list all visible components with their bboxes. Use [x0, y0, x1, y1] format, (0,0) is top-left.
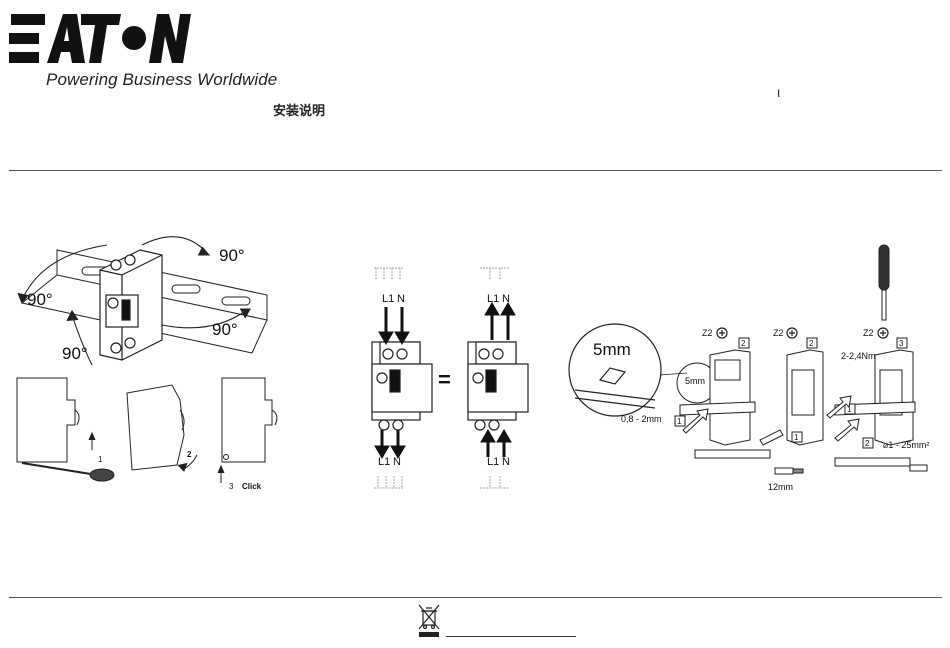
small-zoom-label: 5mm: [685, 376, 705, 386]
cross-section-label: ⌀1 - 25mm²: [883, 440, 929, 450]
bottom-right-n-label: N: [502, 456, 510, 468]
load-bottom-left: [374, 476, 404, 488]
torque-label: 2-2,4Nm: [841, 351, 876, 361]
angle-label-left: 90°: [27, 290, 53, 309]
supply-top-right: [480, 268, 510, 280]
step-box-label-c: 2: [809, 339, 814, 348]
logo-letter-n: [149, 14, 191, 63]
step-three-sketch: [218, 378, 277, 483]
step-box-label-b: 1: [677, 417, 682, 426]
header-divider: [9, 170, 942, 171]
right-breaker: [468, 342, 528, 430]
click-label: Click: [242, 482, 262, 491]
logo-letter-t: [81, 14, 121, 63]
step-label-3: 3: [229, 482, 234, 491]
gap-label: 0,8 - 2mm: [621, 414, 662, 424]
top-left-l1-label: L1: [382, 293, 394, 305]
load-bottom-right: [480, 476, 510, 488]
step-one-sketch: [17, 378, 114, 481]
top-right-l1-label: L1: [487, 293, 499, 305]
step-box-label-a: 2: [741, 339, 746, 348]
eaton-logo: [9, 14, 191, 64]
left-breaker: [372, 342, 432, 430]
brand-tagline: Powering Business Worldwide: [46, 70, 277, 90]
step-box-label-d: 1: [794, 433, 799, 442]
screw-label-3: Z2: [863, 328, 874, 338]
step-label-1: 1: [98, 455, 103, 464]
equals-sign: =: [438, 367, 451, 392]
wiring-direction-figure: L1 N L1 N = L1 N L1 N: [360, 262, 535, 497]
terminal-connection-figure: 5mm 5mm 0,8 - 2mm Z2 Z2 Z2 2-2,4Nm: [565, 240, 945, 495]
angle-label-top-right: 90°: [219, 246, 245, 265]
screwdriver-icon: [879, 245, 889, 320]
step-label-2: 2: [187, 450, 192, 459]
logo-letter-e: [9, 14, 45, 63]
angle-label-right: 90°: [212, 320, 238, 339]
crossed-bin-icon: [417, 603, 441, 639]
bottom-left-l1-label: L1: [378, 456, 390, 468]
top-left-n-label: N: [397, 293, 405, 305]
footer-rule: [446, 636, 576, 637]
zoom-bubble: [569, 324, 687, 416]
document-title: 安装说明: [273, 100, 325, 119]
terminal-breakers: [710, 350, 913, 445]
screw-label-1: Z2: [702, 328, 713, 338]
footer-divider: [9, 597, 942, 598]
screw-label-2: Z2: [773, 328, 784, 338]
bottom-left-n-label: N: [393, 456, 401, 468]
angle-label-bottom: 90°: [62, 344, 88, 363]
stray-mark: ι: [777, 84, 780, 100]
step-box-label-e: 3: [899, 339, 904, 348]
strip-length-label: 12mm: [768, 482, 793, 492]
supply-top-left: [374, 268, 404, 280]
top-right-n-label: N: [502, 293, 510, 305]
logo-letter-a: [47, 14, 85, 63]
bottom-right-l1-label: L1: [487, 456, 499, 468]
breaker-device: [100, 250, 162, 360]
din-rail-mounting-figure: 90° 90° 90° 90° 1 2 3 Click: [12, 225, 312, 495]
step-box-label-g: 2: [865, 439, 870, 448]
zoom-label: 5mm: [593, 340, 631, 359]
logo-letter-o: [122, 26, 146, 50]
